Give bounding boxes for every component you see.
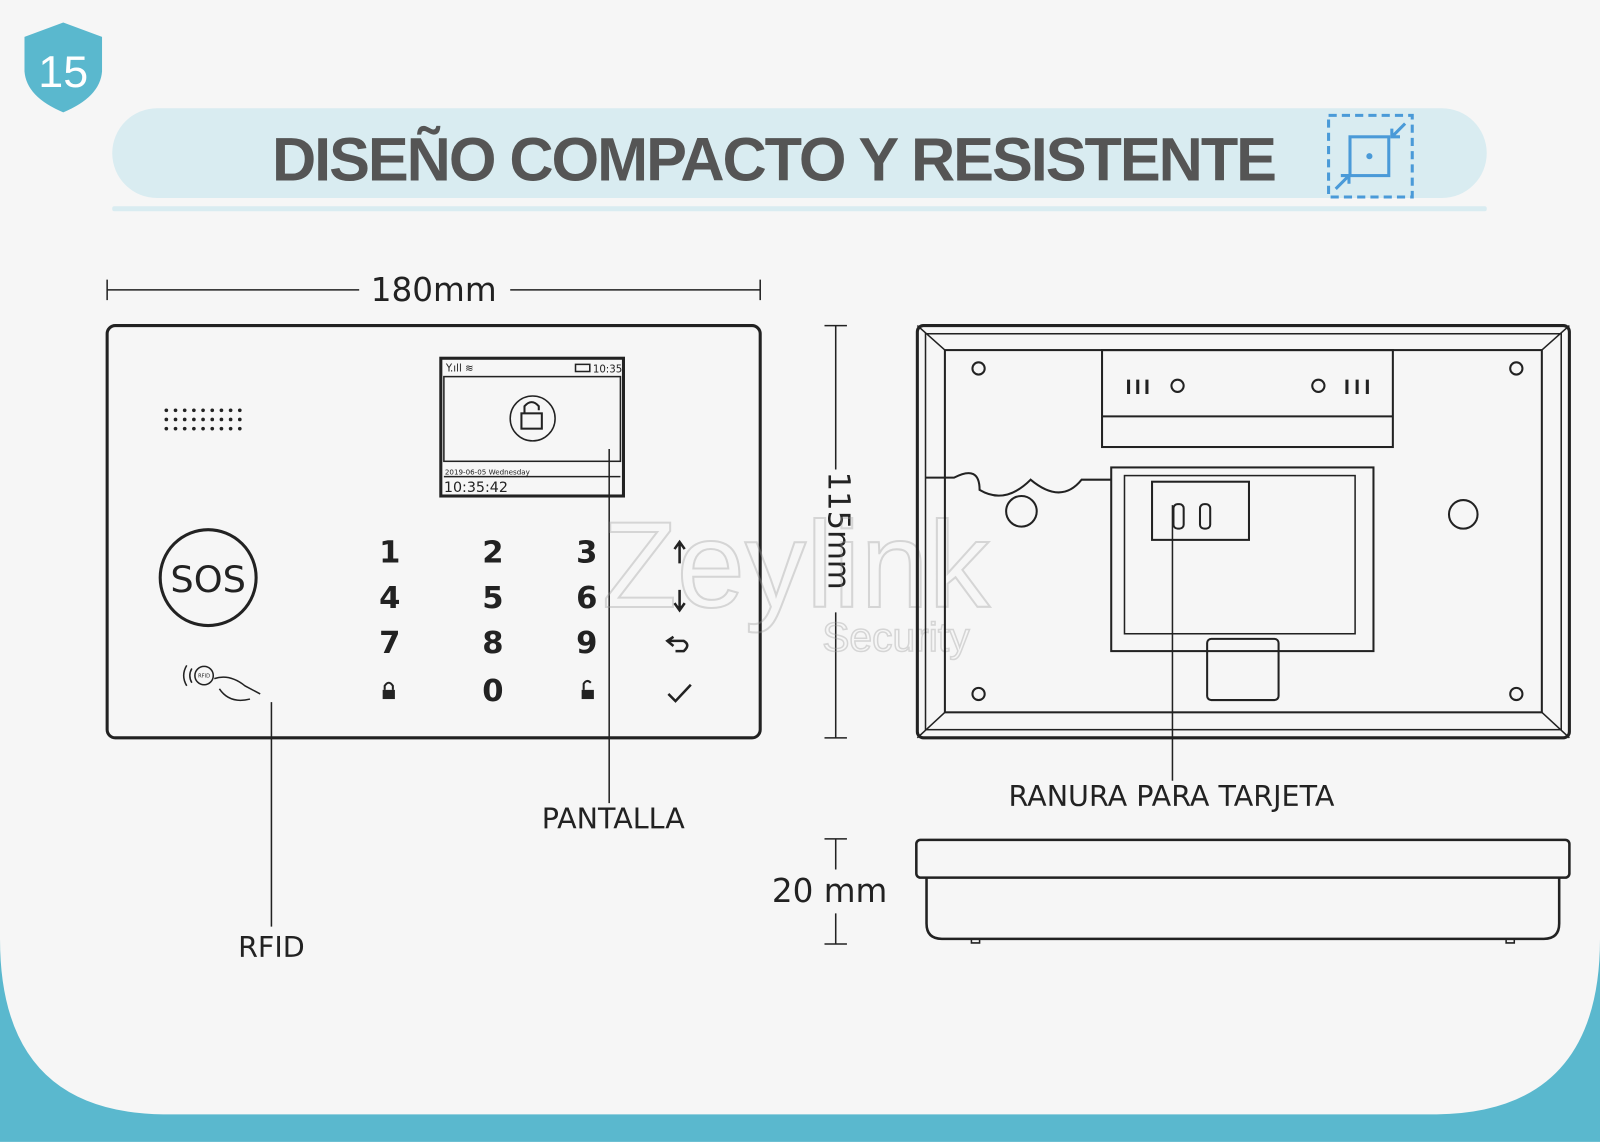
bottom-accent	[0, 938, 1600, 1142]
key-1: 1	[379, 535, 400, 570]
svg-text:Zeylink: Zeylink	[602, 496, 991, 633]
arrow-up-icon	[673, 539, 686, 564]
signal-icon: Y.ıll ≋	[445, 364, 474, 375]
back-icon	[665, 635, 689, 653]
key-7: 7	[379, 626, 400, 661]
screen-date: 2019-06-05 Wednesday	[445, 468, 530, 477]
key-0: 0	[482, 674, 503, 709]
lock-icon	[382, 681, 395, 700]
compact-size-icon	[1327, 113, 1414, 199]
svg-text:115mm: 115mm	[821, 472, 856, 590]
card-slot-callout: RANURA PARA TARJETA	[1008, 779, 1334, 813]
page-number-badge: 15	[24, 22, 103, 113]
title-underline	[112, 206, 1487, 212]
svg-text:RFID: RFID	[198, 674, 210, 680]
screen-callout: PANTALLA	[542, 802, 686, 836]
width-dimension: 180mm	[106, 271, 761, 309]
svg-text:Security: Security	[822, 614, 970, 660]
arrow-down-icon	[673, 589, 686, 613]
back-panel	[915, 324, 1571, 740]
battery-icon	[574, 363, 591, 373]
key-9: 9	[576, 626, 597, 661]
screen-clock: 10:35:42	[444, 480, 508, 496]
height-dimension: 115mm	[821, 324, 856, 739]
svg-text:180mm: 180mm	[371, 271, 497, 309]
rfid-callout: RFID	[238, 930, 305, 964]
key-8: 8	[482, 626, 503, 661]
key-3: 3	[576, 535, 597, 570]
confirm-check-icon	[667, 683, 692, 703]
side-view	[915, 838, 1571, 944]
front-panel: Y.ıll ≋ 10:35 2019-06-05 Wednesday 10:35…	[105, 324, 762, 740]
key-6: 6	[576, 581, 597, 616]
speaker-grille	[164, 408, 242, 431]
depth-dimension: 20 mm	[772, 838, 888, 945]
key-2: 2	[482, 535, 503, 570]
keypad: 1 2 3 4 5 6 7 8 9 0	[379, 535, 597, 709]
lcd-screen: Y.ıll ≋ 10:35 2019-06-05 Wednesday 10:35…	[439, 356, 625, 498]
unlock-key-icon	[581, 679, 594, 700]
sos-label: SOS	[170, 558, 246, 601]
svg-text:20 mm: 20 mm	[772, 872, 888, 910]
sos-button	[158, 528, 258, 628]
status-time: 10:35	[593, 365, 622, 376]
key-5: 5	[482, 581, 503, 616]
brand-watermark: Zeylink Security	[601, 495, 992, 661]
unlock-icon	[509, 395, 556, 442]
page-title: DISEÑO COMPACTO Y RESISTENTE	[272, 126, 1275, 194]
sim-card-slot	[1151, 480, 1250, 541]
title-banner	[112, 108, 1487, 199]
key-4: 4	[379, 581, 400, 616]
page-number: 15	[38, 46, 88, 97]
rfid-icon: RFID	[182, 664, 261, 702]
